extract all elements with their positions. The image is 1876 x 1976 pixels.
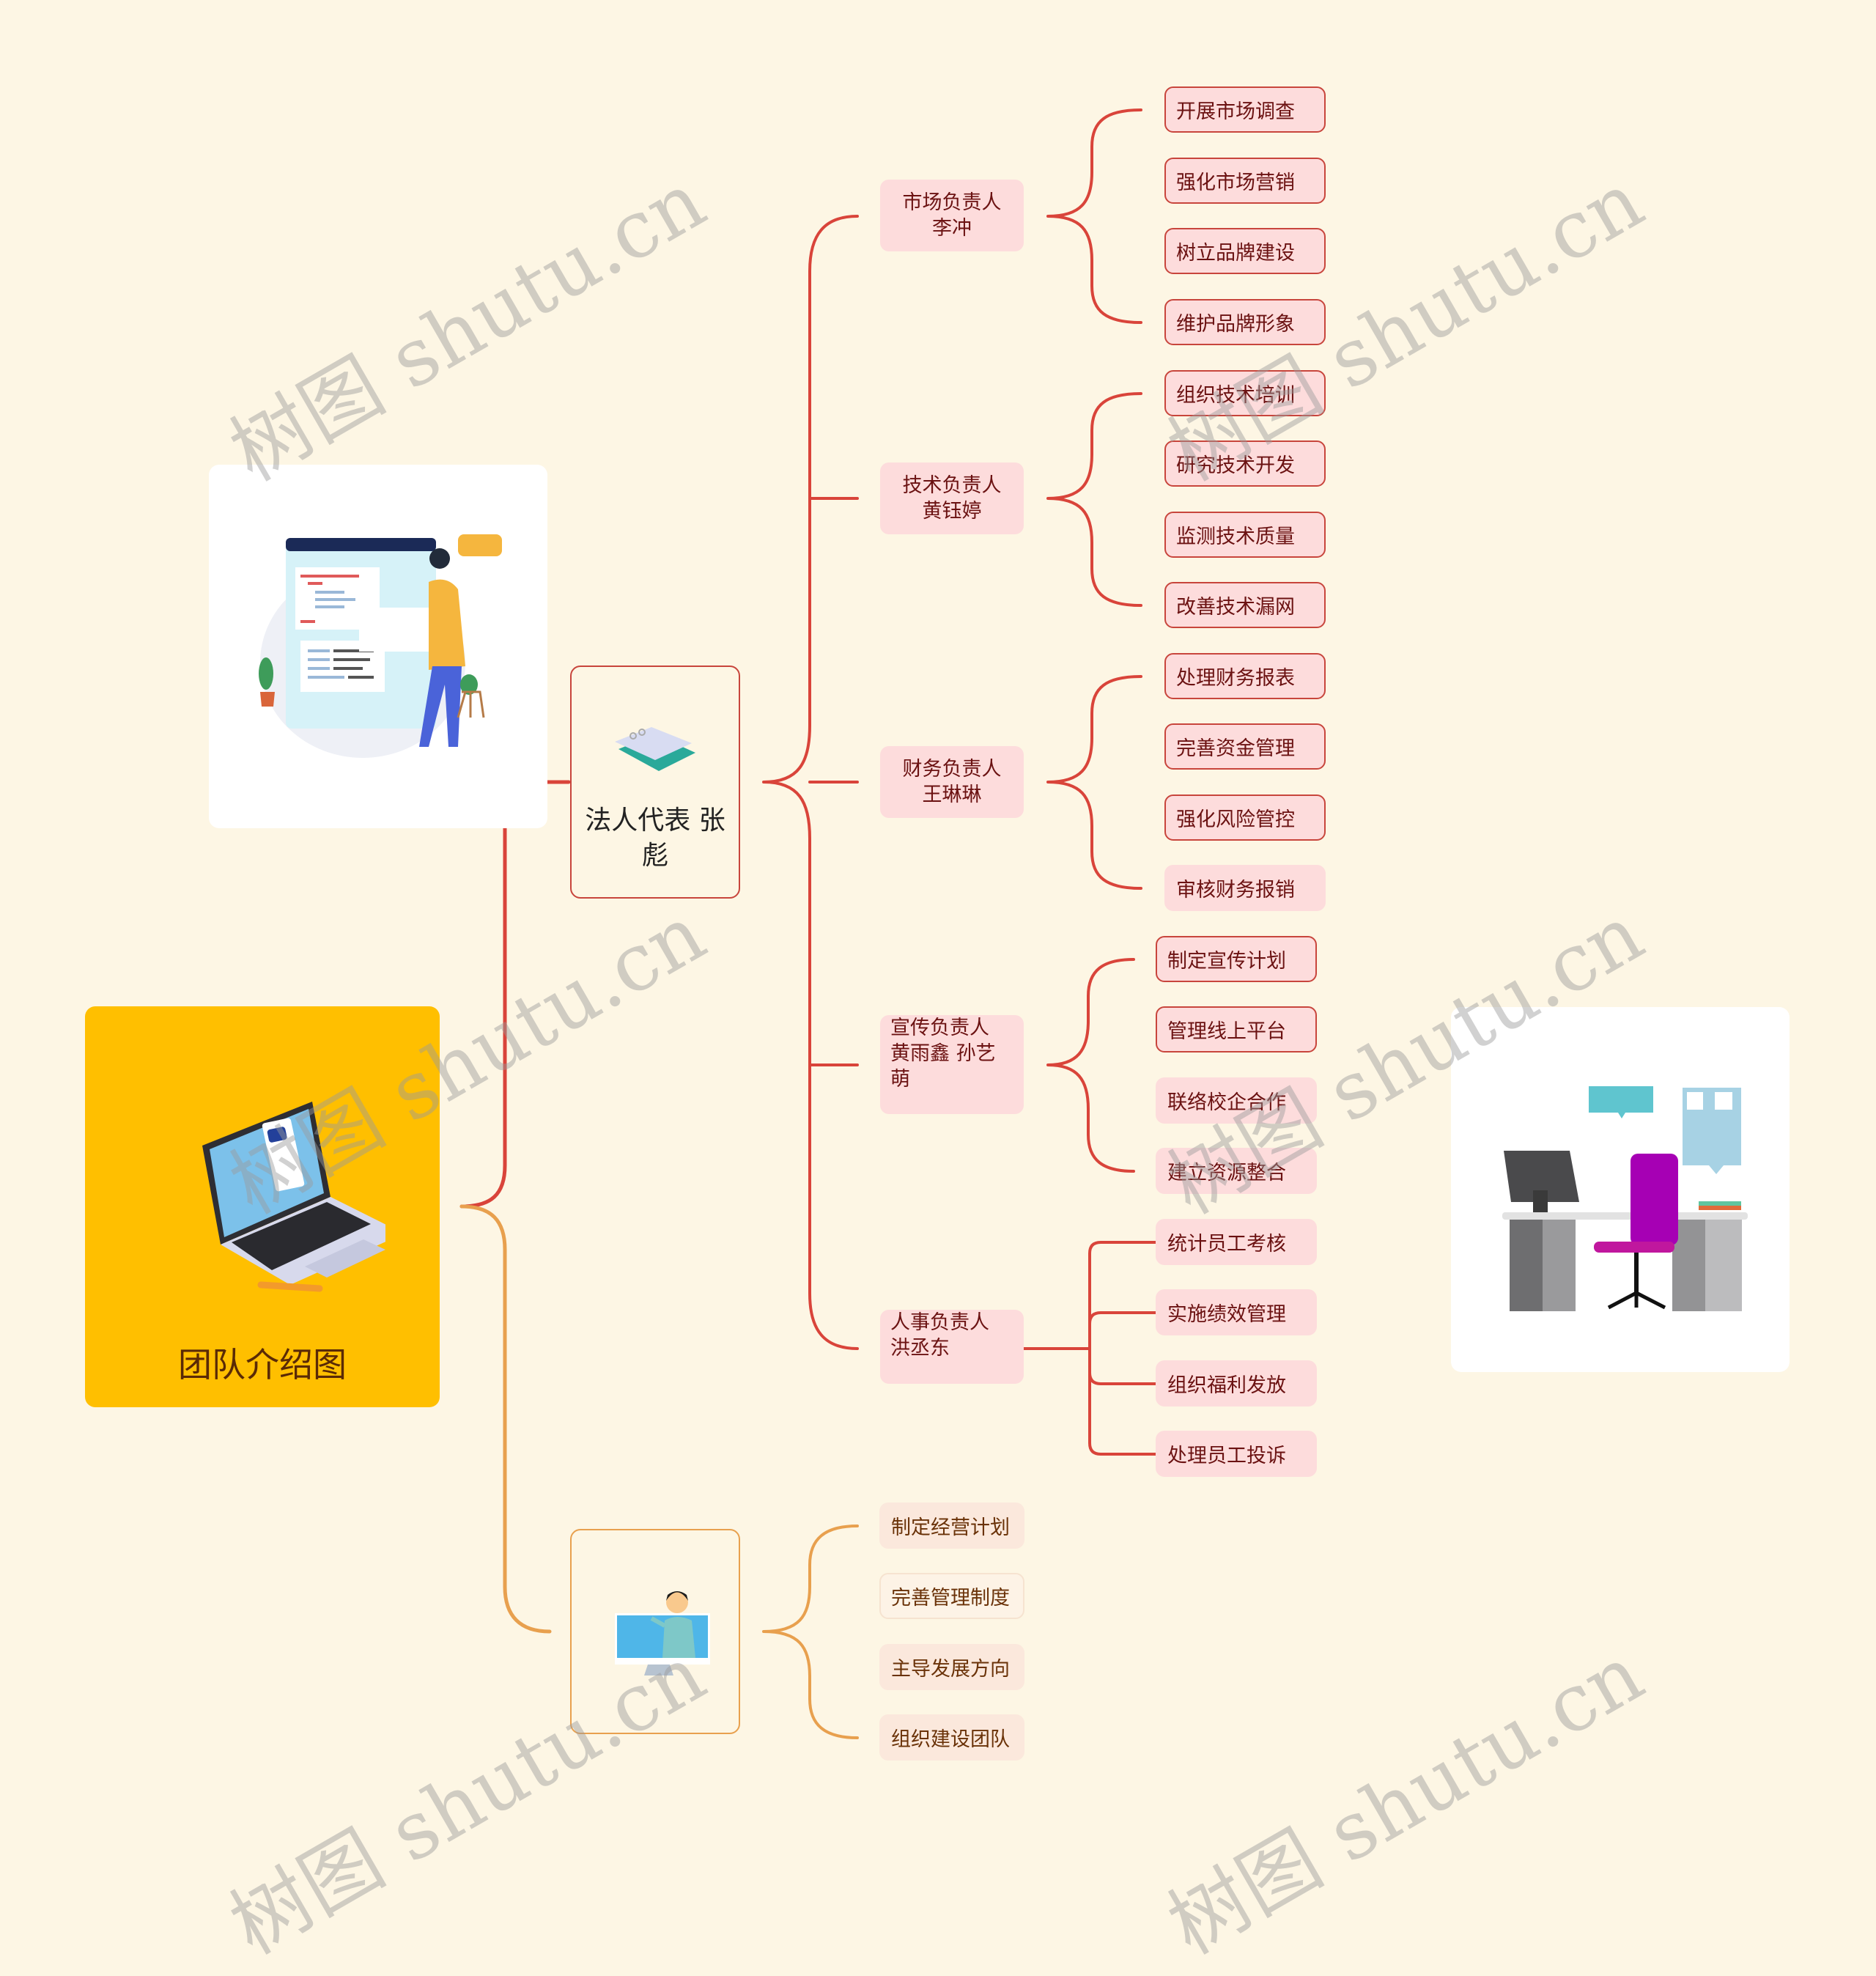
task-node[interactable]: 制定宣传计划 [1156,936,1317,982]
task-node[interactable]: 建立资源整合 [1156,1148,1317,1194]
task-node[interactable]: 监测技术质量 [1164,512,1326,558]
task-node[interactable]: 完善资金管理 [1164,723,1326,770]
task-node[interactable]: 强化市场营销 [1164,158,1326,204]
plant-small [460,674,478,695]
task-node[interactable]: 研究技术开发 [1164,440,1326,487]
connector-legal-to-managers [762,215,859,1350]
manager-name: 李冲 [932,217,972,240]
connector-root-to-legal [459,780,571,1209]
legal-representative-title: 法人代表 张彪 [585,805,725,871]
owner-task-node[interactable]: 完善管理制度 [879,1573,1024,1619]
person-pants [419,666,462,747]
task-node[interactable]: 组织技术培训 [1164,370,1326,416]
task-node[interactable]: 树立品牌建设 [1164,228,1326,274]
developer-illustration [209,465,547,828]
person-head [429,548,450,569]
person-jacket [429,579,465,670]
manager-name: 王琳琳 [922,784,982,806]
owner-task-node[interactable]: 制定经营计划 [879,1503,1024,1549]
office-desk-illustration [1451,1007,1790,1372]
task-node[interactable]: 处理员工投诉 [1156,1431,1317,1477]
manager-role: 财务负责人 [902,758,1002,781]
mindmap-canvas: 团队介绍图 法人代表 张彪 市场负责人 李冲 技术负责人 黄钰婷 财务负责人 王… [85,86,1790,1972]
speech-bubble-icon [458,534,502,556]
task-node[interactable]: 强化风险管控 [1164,795,1326,841]
task-node[interactable]: 维护品牌形象 [1164,299,1326,345]
manager-technology[interactable]: 技术负责人 黄钰婷 [880,462,1024,534]
task-node[interactable]: 管理线上平台 [1156,1006,1317,1052]
connector-marketing-tasks [1046,108,1142,324]
manager-finance[interactable]: 财务负责人 王琳琳 [880,746,1024,818]
manager-marketing[interactable]: 市场负责人 李冲 [880,180,1024,251]
manager-name: 黄雨鑫 孙艺 [890,1042,996,1065]
connector-owner-tasks [762,1525,859,1739]
root-title: 团队介绍图 [178,1345,347,1385]
laptop-icon [202,1102,385,1292]
manager-name-cont: 萌 [890,1068,910,1091]
manager-publicity[interactable]: 宣传负责人 黄雨鑫 孙艺 萌 [880,1015,1024,1114]
manager-role: 技术负责人 [902,474,1002,497]
owner-node[interactable] [570,1529,740,1734]
browser-titlebar [286,538,436,551]
connector-publicity-tasks [1046,958,1135,1173]
notebook-icon [615,727,695,771]
connector-root-to-owner [459,1204,552,1634]
manager-role: 人事负责人 [890,1311,989,1334]
owner-task-node[interactable]: 组织建设团队 [879,1714,1024,1761]
teacher-presenting-icon [615,1591,710,1675]
table-panel [359,608,429,652]
connector-layer [459,108,1157,1739]
legal-representative-node[interactable]: 法人代表 张彪 [570,666,740,899]
manager-name: 洪丞东 [890,1337,950,1360]
manager-role: 市场负责人 [902,191,1002,214]
connector-tech-tasks [1046,392,1142,607]
office-chair-icon [1631,1154,1678,1245]
root-node[interactable]: 团队介绍图 [85,1006,440,1407]
manager-hr[interactable]: 人事负责人 洪丞东 [880,1310,1024,1384]
task-node[interactable]: 组织福利发放 [1156,1360,1317,1407]
task-node[interactable]: 开展市场调查 [1164,86,1326,133]
chat-bubble-icon [1589,1086,1653,1113]
desk-top [1502,1212,1748,1220]
owner-task-node[interactable]: 主导发展方向 [879,1644,1024,1690]
connector-finance-tasks [1046,675,1142,890]
manager-name: 黄钰婷 [922,500,982,523]
manager-role: 宣传负责人 [890,1017,989,1039]
task-node[interactable]: 实施绩效管理 [1156,1289,1317,1335]
connector-hr-tasks [1022,1241,1157,1456]
monitor-icon [1504,1151,1579,1202]
plant-pot [260,692,275,707]
task-node[interactable]: 审核财务报销 [1164,865,1326,911]
task-node[interactable]: 联络校企合作 [1156,1077,1317,1124]
task-node[interactable]: 统计员工考核 [1156,1219,1317,1265]
task-node[interactable]: 处理财务报表 [1164,653,1326,699]
task-node[interactable]: 改善技术漏网 [1164,582,1326,628]
